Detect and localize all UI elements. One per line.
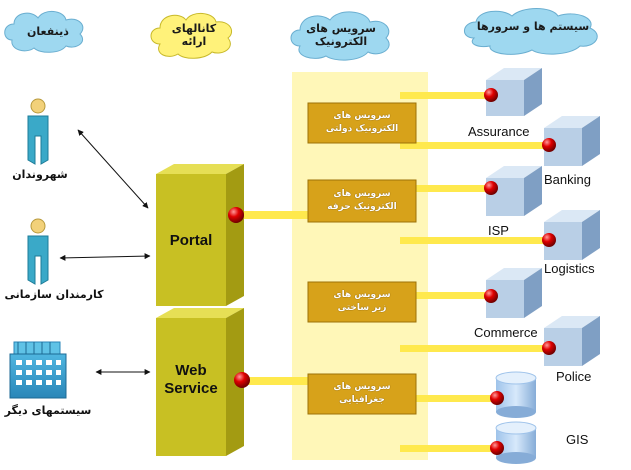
system-label-assurance: Assurance xyxy=(468,124,530,139)
channels-header-label: کانالهای ارائه xyxy=(150,22,238,48)
service-label-1-line2: الکترونیک دولتی xyxy=(325,124,399,134)
cloud-channels-header xyxy=(150,13,232,59)
service-label-4-line2: جغرافیایی xyxy=(339,395,385,405)
service-label-3-line1: سرویس های xyxy=(333,290,391,300)
service-label-4-line1: سرویس های xyxy=(333,382,391,392)
service-label-2: سرویس های الکترونیک حرفه xyxy=(308,188,416,214)
service-label-1: سرویس های الکترونیک دولتی xyxy=(308,110,416,136)
service-box-2[interactable] xyxy=(307,179,417,223)
web-service-box[interactable] xyxy=(156,308,244,456)
person-icon xyxy=(27,218,49,285)
actor-employees-label: کارمندان سازمانی xyxy=(4,288,104,301)
server-cube-icon xyxy=(544,316,600,366)
service-box-3[interactable] xyxy=(307,281,417,323)
connectors xyxy=(240,92,548,452)
database-cylinder-icon xyxy=(495,371,537,418)
service-label-2-line1: سرویس های xyxy=(333,189,391,199)
building-icon xyxy=(9,341,67,399)
system-label-banking: Banking xyxy=(544,172,591,187)
web-service-label-line1: Web xyxy=(175,362,207,379)
server-cube-icon xyxy=(486,166,542,216)
service-label-2-line2: الکترونیک حرفه xyxy=(327,202,397,212)
service-label-3-line2: زیر ساختی xyxy=(337,303,387,313)
service-label-1-line1: سرویس های xyxy=(333,111,391,121)
cloud-systems-header xyxy=(464,8,598,55)
web-service-label-line2: Service xyxy=(164,380,218,397)
actor-citizens-label: شهروندان xyxy=(12,168,68,181)
service-box-4[interactable] xyxy=(307,373,417,415)
actor-arrows xyxy=(59,129,151,375)
cloud-actors-header xyxy=(4,11,84,53)
portal-label: Portal xyxy=(169,232,213,249)
web-service-label: Web Service xyxy=(152,362,230,398)
actors-header-label: ذینفعان xyxy=(27,25,69,38)
channels-header-line1: کانالهای xyxy=(171,22,217,35)
systems-header-label: سیستم ها و سرورها xyxy=(476,20,590,33)
actor-other-systems-label: سیستمهای دیگر xyxy=(4,404,92,417)
system-label-commerce: Commerce xyxy=(474,325,538,340)
channels-header-line2: ارائه xyxy=(181,35,207,48)
system-label-logistics: Logistics xyxy=(544,261,595,276)
cloud-services-header xyxy=(290,11,390,61)
services-header-label: سرویس های الکترونیک xyxy=(292,22,390,48)
services-header-line1: سرویس های xyxy=(306,22,376,35)
system-label-police: Police xyxy=(556,369,592,384)
service-box-1[interactable] xyxy=(307,102,417,144)
portal-box[interactable] xyxy=(156,164,244,306)
person-icon xyxy=(27,98,49,165)
connection-nodes xyxy=(228,88,556,455)
services-header-line2: الکترونیک xyxy=(314,35,368,48)
system-label-isp: ISP xyxy=(488,223,509,238)
database-cylinder-icon xyxy=(495,421,537,464)
service-label-3: سرویس های زیر ساختی xyxy=(308,289,416,315)
system-label-gis: GIS xyxy=(566,432,589,447)
service-label-4: سرویس های جغرافیایی xyxy=(308,381,416,407)
